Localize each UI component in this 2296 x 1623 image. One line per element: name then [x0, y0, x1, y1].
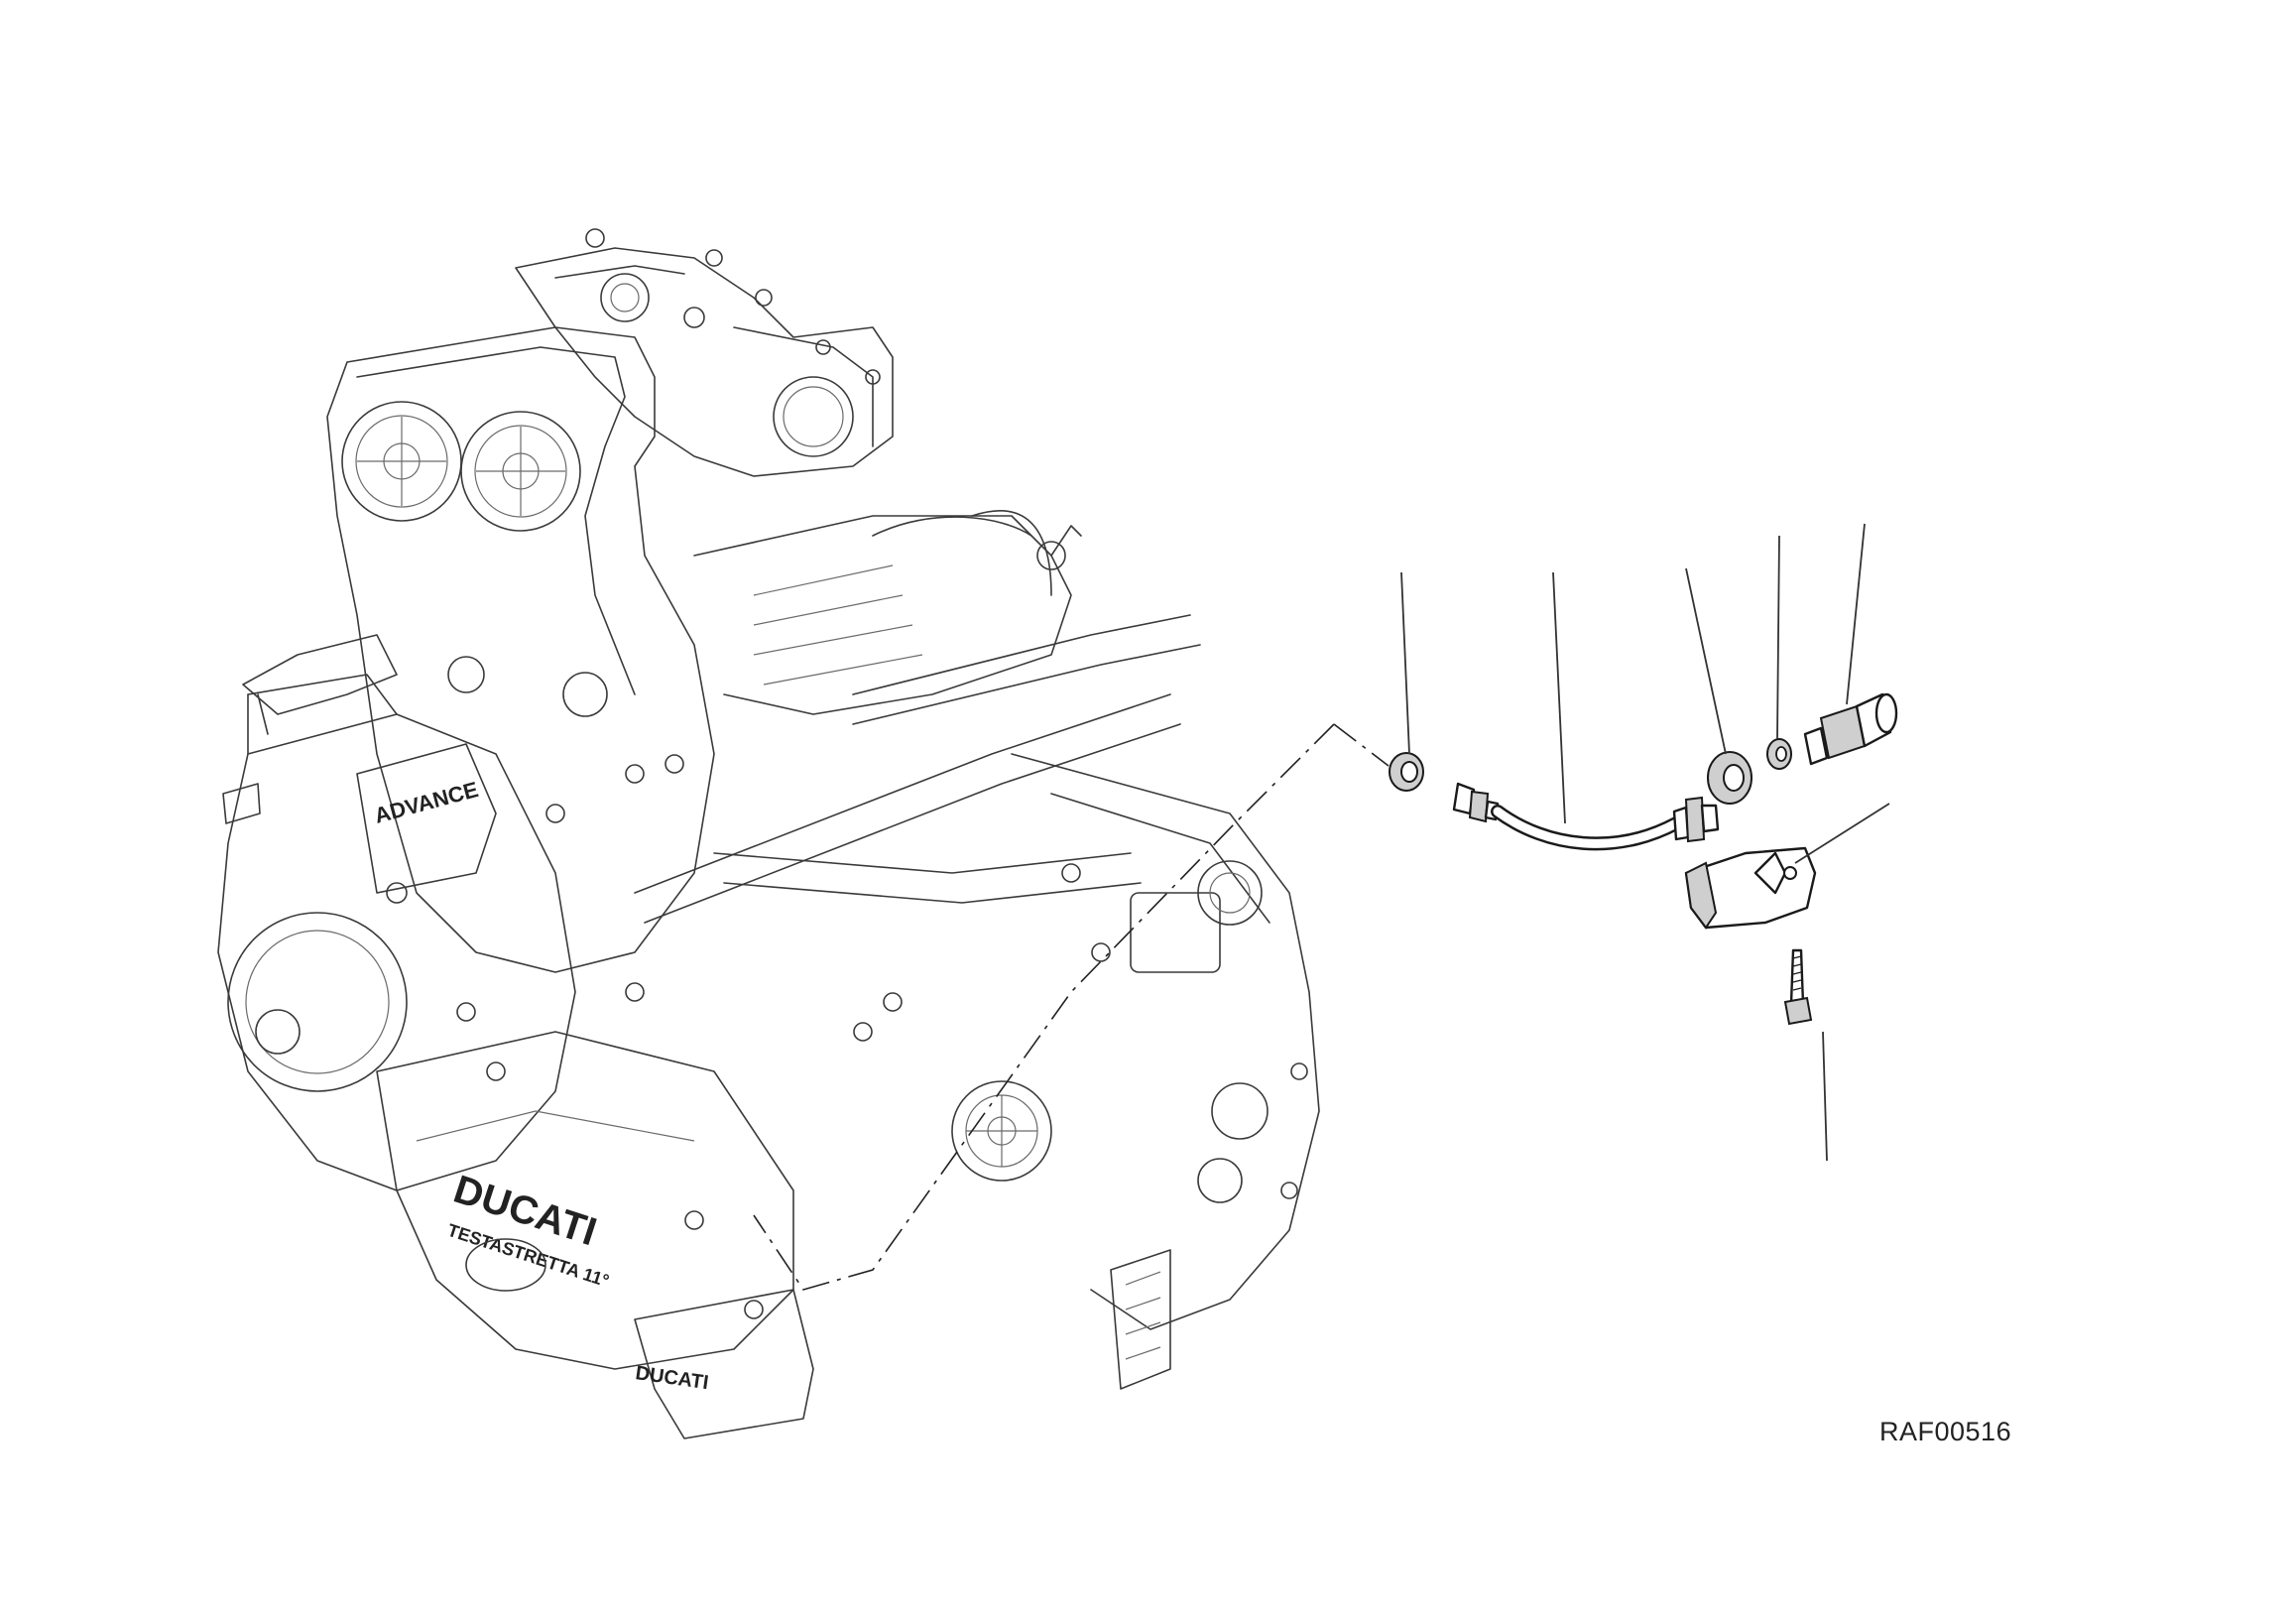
banjo-washer — [1707, 751, 1752, 805]
sump-brand-text: DUCATI — [634, 1362, 709, 1394]
assembly-centerline-short — [1333, 723, 1390, 767]
svg-text:ADVANCE: ADVANCE — [372, 777, 481, 828]
fixing-screw — [1783, 948, 1813, 1026]
assembly-centerline — [753, 723, 1335, 1291]
mounting-clamp — [1684, 846, 1817, 930]
sealing-washer — [1389, 752, 1424, 792]
oil-hose — [1452, 782, 1720, 851]
engine-illustration: ADVANCE DUCATI TESTASTRETTA 11° DUCATI — [217, 228, 1320, 1439]
drawing-reference-code: RAF00516 — [1879, 1417, 2012, 1446]
small-washer — [1766, 738, 1792, 770]
pressure-sensor — [1803, 692, 1898, 766]
exploded-parts — [1389, 692, 1898, 1026]
leader-lines — [1400, 523, 1890, 1162]
